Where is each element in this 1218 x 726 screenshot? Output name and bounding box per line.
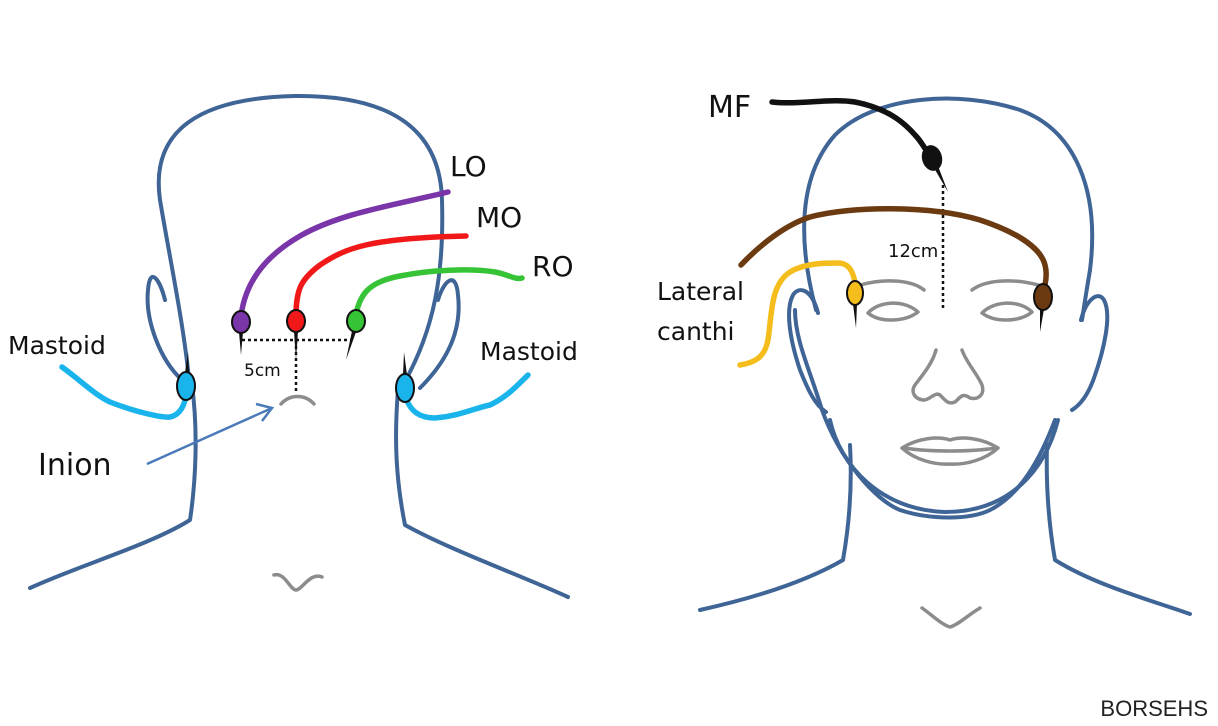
mastoid-left-wire	[59, 364, 189, 420]
mo-electrode	[286, 309, 306, 360]
mastoid-left-label: Mastoid	[8, 331, 106, 360]
face-left-ear	[787, 288, 828, 414]
right-eyebrow	[970, 279, 1040, 292]
mf-label: MF	[708, 90, 751, 125]
canthi-right-wire	[738, 206, 1049, 288]
mo-label: MO	[476, 201, 522, 234]
mo-wire	[293, 233, 469, 315]
inion-mark	[279, 394, 316, 406]
canthi-left-wire	[737, 260, 858, 368]
inion-arrow	[146, 402, 275, 466]
left-ear-outline	[145, 274, 184, 382]
distance-5cm-label: 5cm	[244, 361, 281, 381]
face-right-ear	[1070, 294, 1110, 412]
mastoid-right-wire	[403, 372, 531, 421]
mf-wire	[769, 98, 931, 155]
inion-label: Inion	[38, 448, 112, 483]
neck-left-outline	[28, 383, 198, 590]
right-eye	[980, 301, 1034, 322]
canthi-right-electrode	[1033, 283, 1053, 332]
lo-electrode	[231, 310, 251, 355]
nose	[911, 348, 985, 405]
left-eyebrow	[858, 279, 926, 292]
lateral-canthi-label-line1: Lateral	[657, 277, 744, 306]
left-eye	[866, 301, 920, 322]
canthi-left-electrode	[846, 280, 864, 328]
mastoid-right-label: Mastoid	[480, 337, 578, 366]
mastoid-left-electrode	[176, 352, 196, 401]
face-neck-right	[1044, 443, 1192, 616]
right-ear-outline	[418, 278, 461, 390]
ro-wire	[353, 267, 525, 317]
lo-label: LO	[450, 150, 487, 183]
mf-electrode	[921, 145, 948, 192]
credit-text: BORSEHS	[1100, 696, 1208, 721]
jaw-outline	[828, 418, 1060, 514]
neck-notch	[272, 573, 324, 592]
mouth	[900, 436, 1000, 466]
neck-right-outline	[394, 388, 570, 599]
distance-12cm-label: 12cm	[888, 241, 938, 262]
lo-wire	[238, 189, 451, 319]
ro-label: RO	[532, 250, 574, 283]
lateral-canthi-label-line2: canthi	[657, 317, 735, 346]
back-head-outline	[156, 93, 445, 392]
face-neck-notch	[920, 606, 982, 629]
mastoid-right-electrode	[395, 352, 415, 403]
front-face-panel: MF Lateral canthi 12cm	[657, 90, 1192, 629]
ro-electrode	[346, 309, 366, 360]
face-neck-left	[698, 443, 853, 612]
back-head-panel: LO MO RO Mastoid Mastoid Inion 5cm	[8, 93, 578, 599]
